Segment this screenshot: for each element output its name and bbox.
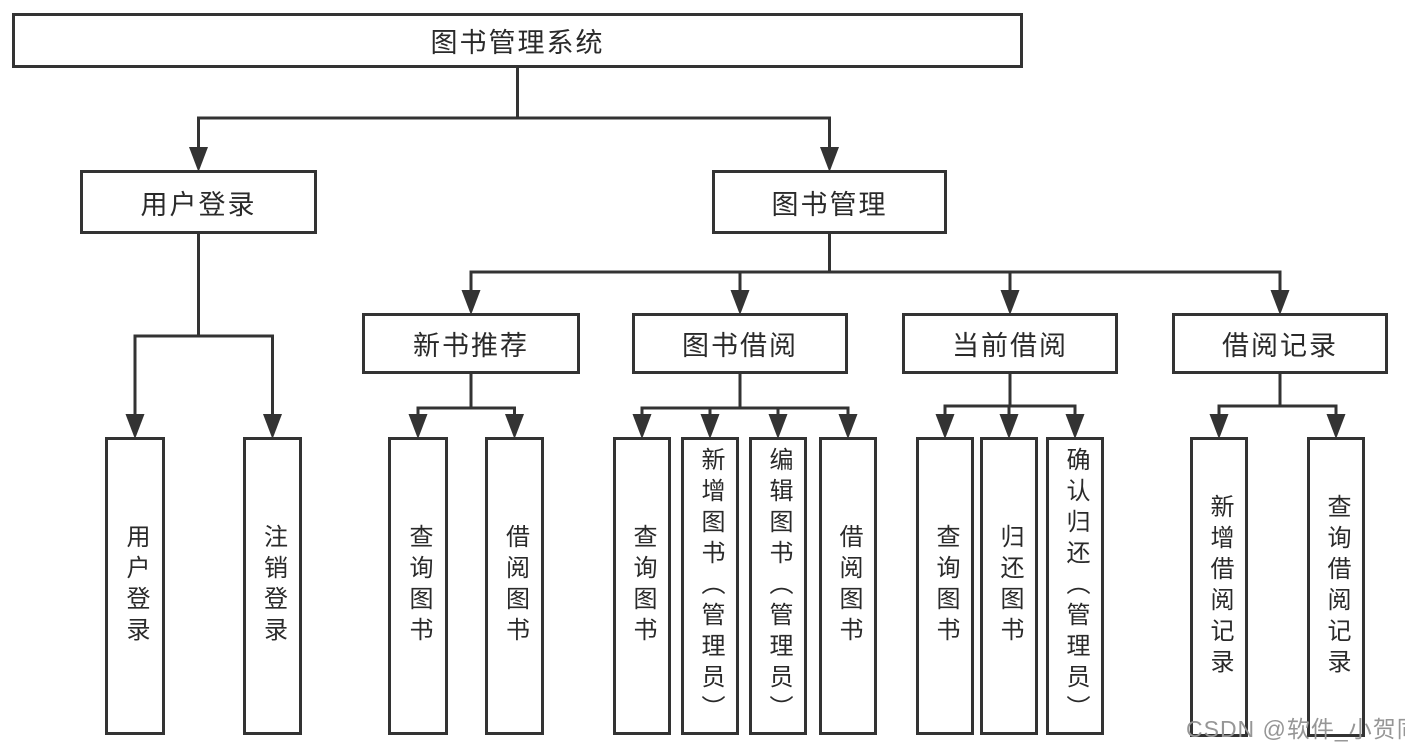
arrowhead-leaf-logout [263,414,282,439]
leaf-confirm-return-admin-label: 确认归还（管理员） [1062,446,1089,726]
node-current-borrow-label: 当前借阅 [952,331,1068,361]
arrowhead-user-login [189,147,208,172]
arrowhead-leaf-user-login [125,414,145,439]
leaf-user-login-label: 用户登录 [122,524,149,648]
leaf-confirm-return-admin: 确认归还（管理员） [1046,437,1104,735]
arrowhead-leaf-query-books-borrow [632,414,652,439]
leaf-return-book-label: 归还图书 [996,524,1023,648]
leaf-add-borrow-record: 新增借阅记录 [1190,437,1248,737]
leaf-return-book: 归还图书 [980,437,1038,735]
leaf-query-borrow-record-label: 查询借阅记录 [1323,494,1350,680]
node-borrow-records: 借阅记录 [1172,313,1388,374]
arrowhead-leaf-query-books-current [935,414,955,439]
node-user-login-label: 用户登录 [140,189,257,220]
leaf-query-books-current: 查询图书 [916,437,974,735]
leaf-query-borrow-record: 查询借阅记录 [1307,437,1365,737]
leaf-borrow-books-borrow-label: 借阅图书 [835,524,862,648]
leaf-add-borrow-record-label: 新增借阅记录 [1206,494,1233,680]
leaf-logout: 注销登录 [243,437,302,735]
node-book-borrow-label: 图书借阅 [682,331,798,361]
leaf-query-books-current-label: 查询图书 [932,524,959,648]
leaf-edit-book-admin: 编辑图书（管理员） [749,437,807,735]
node-root-label: 图书管理系统 [430,28,605,58]
arrowhead-leaf-confirm-return-admin [1065,414,1085,439]
node-user-login: 用户登录 [80,170,317,234]
leaf-edit-book-admin-label: 编辑图书（管理员） [765,446,792,726]
leaf-borrow-books-rec: 借阅图书 [485,437,544,735]
arrowhead-book-mgmt [820,147,839,172]
node-book-mgmt: 图书管理 [712,170,947,234]
arrowhead-leaf-borrow-books-borrow [838,414,858,439]
arrowhead-book-borrow [730,290,750,315]
arrowhead-leaf-query-books-rec [408,414,428,439]
node-root: 图书管理系统 [12,13,1023,68]
arrowhead-leaf-return-book [999,414,1019,439]
leaf-add-book-admin: 新增图书（管理员） [681,437,739,735]
arrowhead-new-book-rec [461,290,481,315]
watermark: CSDN @软件_小贺同学 [1186,716,1405,742]
leaf-logout-label: 注销登录 [259,524,287,648]
arrowhead-borrow-records [1270,290,1290,315]
leaf-borrow-books-borrow: 借阅图书 [819,437,877,735]
arrowhead-leaf-add-borrow-record [1209,414,1229,439]
leaf-borrow-books-rec-label: 借阅图书 [501,524,529,648]
node-new-book-rec: 新书推荐 [362,313,580,374]
leaf-query-books-rec: 查询图书 [388,437,448,735]
leaf-user-login: 用户登录 [105,437,165,735]
node-borrow-records-label: 借阅记录 [1222,331,1338,361]
leaf-query-books-borrow: 查询图书 [613,437,671,735]
arrowhead-current-borrow [1000,290,1020,315]
leaf-query-books-rec-label: 查询图书 [405,524,432,648]
node-new-book-rec-label: 新书推荐 [413,331,529,361]
arrowhead-leaf-query-borrow-record [1326,414,1346,439]
node-book-mgmt-label: 图书管理 [771,189,888,220]
arrowhead-leaf-edit-book-admin [768,414,788,439]
arrowhead-leaf-add-book-admin [700,414,720,439]
node-book-borrow: 图书借阅 [632,313,848,374]
leaf-query-books-borrow-label: 查询图书 [629,524,656,648]
leaf-add-book-admin-label: 新增图书（管理员） [697,446,724,726]
arrowhead-leaf-borrow-books-rec [505,414,524,439]
node-current-borrow: 当前借阅 [902,313,1118,374]
